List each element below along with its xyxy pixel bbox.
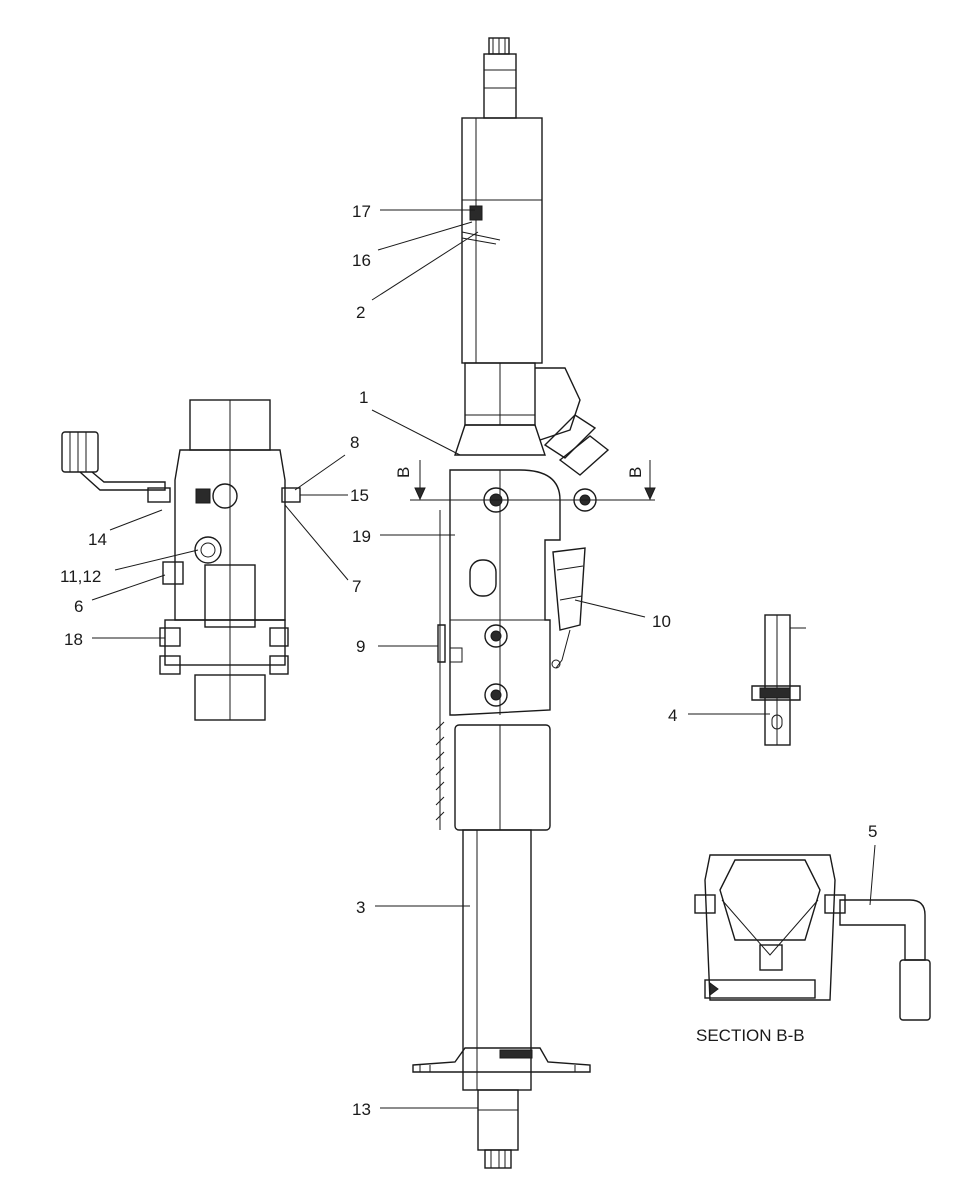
leader-lines: [91, 209, 876, 1109]
detail-part-4: [751, 614, 806, 746]
main-column-assembly: [410, 37, 656, 1169]
callout-3: 3: [356, 898, 365, 917]
callout-7: 7: [352, 577, 361, 596]
section-marker-left: B: [394, 467, 413, 478]
callout-5: 5: [868, 822, 877, 841]
callout-14: 14: [88, 530, 107, 549]
callout-13: 13: [352, 1100, 371, 1119]
callout-9: 9: [356, 637, 365, 656]
callout-15: 15: [350, 486, 369, 505]
callout-18: 18: [64, 630, 83, 649]
callout-4: 4: [668, 706, 677, 725]
callout-17: 17: [352, 202, 371, 221]
callout-11-12: 11,12: [60, 567, 101, 586]
callout-19: 19: [352, 527, 371, 546]
callout-16: 16: [352, 251, 371, 270]
callout-1: 1: [359, 388, 368, 407]
callout-2: 2: [356, 303, 365, 322]
callout-labels: 17 16 2 1 8 15 14 7 19 11,12 6 18 9 10 4…: [60, 202, 877, 1119]
callout-6: 6: [74, 597, 83, 616]
left-detail-view: [61, 399, 301, 721]
section-title: SECTION B-B: [696, 1026, 805, 1045]
section-marker-right: B: [626, 467, 645, 478]
callout-10: 10: [652, 612, 671, 631]
section-b-b-view: [694, 854, 931, 1021]
callout-8: 8: [350, 433, 359, 452]
